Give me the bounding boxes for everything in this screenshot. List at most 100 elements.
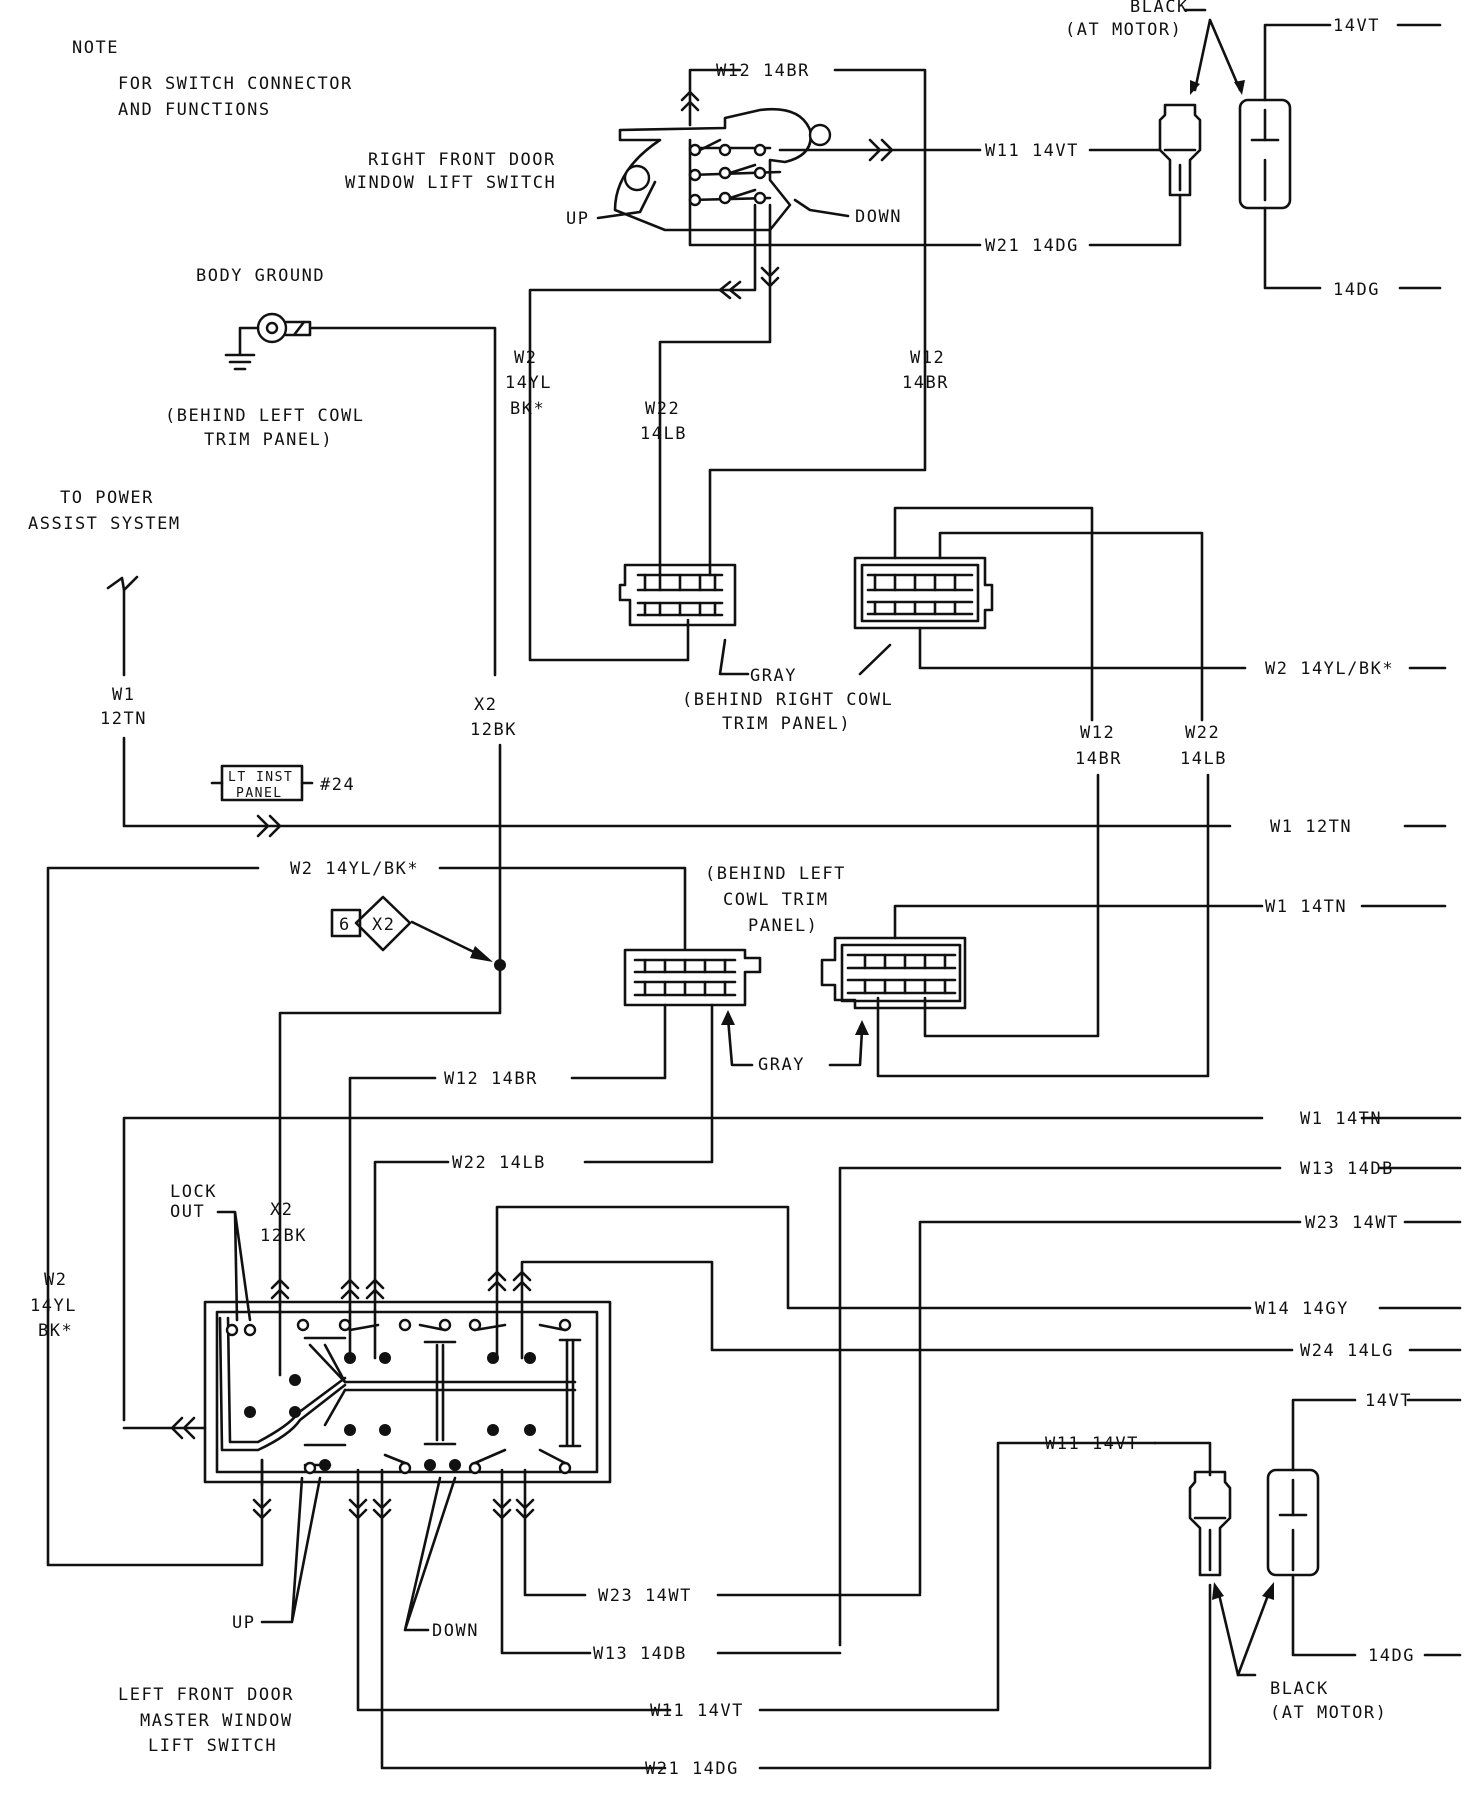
wire-bk-upper: BK*: [510, 399, 545, 419]
body-ground-loc-1: (BEHIND LEFT COWL: [165, 406, 365, 426]
gray-lower-leaders: [726, 1016, 864, 1067]
note-title: NOTE: [72, 38, 119, 58]
right-switch-down-label: DOWN: [855, 207, 902, 227]
wire-w1-14tn-upper-label: W1 14TN: [1265, 897, 1347, 917]
power-assist-line-1: TO POWER: [60, 488, 154, 508]
right-switch-down-arrow: [793, 198, 850, 218]
lt-inst-label-2: PANEL: [236, 786, 283, 801]
wire-12tn-label: 12TN: [100, 709, 147, 729]
note-line-2: AND FUNCTIONS: [118, 100, 271, 120]
wire-w2-upper-a: W2: [514, 348, 537, 368]
splice-dot: [494, 959, 506, 971]
lead-w23: [523, 1468, 587, 1597]
wire-x2-down: [278, 743, 502, 1307]
wire-w2-right: [528, 203, 757, 662]
wire-w13-bottom-label: W13 14DB: [593, 1644, 687, 1664]
wire-w22-lower-left: [583, 1003, 714, 1164]
wire-w21-bottom: [758, 1583, 1212, 1770]
bottom-motor-14dg: 14DG: [1368, 1646, 1415, 1666]
wire-w12-cross: [893, 506, 1094, 722]
body-ground-title: BODY GROUND: [196, 266, 325, 286]
gray-lower-loc-2: COWL TRIM: [723, 890, 829, 910]
right-switch-label-1: RIGHT FRONT DOOR: [368, 150, 556, 170]
wire-w12-up: [688, 68, 742, 127]
chevron-w12-w22: [340, 1278, 385, 1300]
wire-14yl-lower: 14YL: [30, 1296, 77, 1316]
wire-w12-chevron: [680, 90, 700, 112]
lockout-leader: [216, 1210, 252, 1322]
wire-w12-to-switch: [348, 1076, 437, 1312]
left-master-switch: [203, 1300, 612, 1484]
wire-w1-14tn-lower: [122, 1116, 1264, 1422]
lead-w12-w22: [348, 1308, 377, 1360]
chevron-w13-w23: [492, 1498, 535, 1520]
wire-w11-motor-label: W11 14VT: [1045, 1434, 1139, 1454]
wire-w22-cross: [938, 531, 1204, 722]
lockout-label-2: OUT: [170, 1202, 205, 1222]
wire-12bk-lower-label: 12BK: [260, 1226, 307, 1246]
wire-w22-lower-label: W22 14LB: [452, 1153, 546, 1173]
left-up-label: UP: [232, 1613, 255, 1633]
gray-upper-leaders: [718, 638, 892, 676]
top-motor-14vt: 14VT: [1333, 16, 1380, 36]
wire-w1-12tn-label: W1 12TN: [1270, 817, 1352, 837]
bottom-motor-14vt: 14VT: [1365, 1391, 1412, 1411]
wire-w22-upper: W22: [645, 399, 680, 419]
wire-w1-12tn: [122, 736, 1232, 828]
wire-w21-to-motor: [1088, 193, 1182, 247]
wire-w24: [520, 1260, 1294, 1352]
gray-lower-arrows: [721, 1010, 869, 1035]
top-motor-14dg: 14DG: [1333, 280, 1380, 300]
wire-w12-14br-top-label: W12 14BR: [716, 61, 810, 81]
wire-w1-14tn-upper: [893, 904, 1264, 940]
lt-inst-ref: #24: [320, 775, 355, 795]
wire-w2-left-label: W2 14YL/BK*: [290, 859, 419, 879]
wire-w12-14br-right: [708, 68, 927, 577]
gray-connector-upper-left: [618, 563, 737, 627]
top-motor-connectors: [1158, 18, 1442, 290]
wire-bk-lower: BK*: [38, 1321, 73, 1341]
wire-x2-ground: [310, 326, 497, 677]
lockout-label-1: LOCK: [170, 1182, 217, 1202]
wire-w1-14tn-lower-label: W1 14TN: [1300, 1109, 1382, 1129]
wire-w12-mid: W12: [1080, 723, 1115, 743]
wire-w23-label: W23 14WT: [1305, 1213, 1399, 1233]
top-motor-black-label: BLACK: [1130, 0, 1189, 17]
wire-14br-mid: 14BR: [1075, 749, 1122, 769]
wire-w11-bottom-label: W11 14VT: [650, 1701, 744, 1721]
wire-14lb-upper: 14LB: [640, 424, 687, 444]
wire-w21-top-label: W21 14DG: [985, 236, 1079, 256]
left-down-leader: [403, 1476, 457, 1632]
wire-w2-left-top: [438, 866, 687, 950]
right-front-door-switch: [613, 107, 832, 247]
wire-w24-label: W24 14LG: [1300, 1341, 1394, 1361]
wire-14lb-mid: 14LB: [1180, 749, 1227, 769]
right-switch-up-arrow: [596, 180, 657, 220]
splice-number: 6: [339, 915, 351, 935]
wire-w1-label: W1: [112, 685, 135, 705]
gray-lower-label: GRAY: [758, 1055, 805, 1075]
wire-w12-lower-left: [570, 1003, 667, 1080]
chevron-w2-bottom: [252, 1498, 272, 1520]
wire-w22-chevron: [760, 266, 780, 288]
wire-w11-to-motor: [1153, 1441, 1212, 1477]
wire-w13-label: W13 14DB: [1300, 1159, 1394, 1179]
right-switch-label-2: WINDOW LIFT SWITCH: [345, 173, 556, 193]
gray-upper-loc-1: (BEHIND RIGHT COWL: [682, 690, 893, 710]
gray-connector-lower-right: [820, 936, 967, 1010]
wire-w1-switch-chevron: [170, 1416, 196, 1440]
chevron-w14-w24: [487, 1270, 532, 1292]
chevron-w11-w21: [348, 1498, 392, 1520]
left-switch-label-2: MASTER WINDOW: [140, 1711, 293, 1731]
wire-w2-right-exit: [918, 626, 1247, 670]
left-switch-label-1: LEFT FRONT DOOR: [118, 1685, 294, 1705]
wire-w11-right: [778, 138, 982, 162]
wire-14yl-upper: 14YL: [505, 373, 552, 393]
lt-inst-label-1: LT INST: [228, 770, 293, 785]
wire-w23: [918, 1220, 1302, 1595]
wire-w22-to-switch: [373, 1160, 450, 1312]
wire-w11-top-label: W11 14VT: [985, 141, 1079, 161]
chevron-x2: [270, 1278, 290, 1300]
bottom-motor-at-motor: (AT MOTOR): [1270, 1703, 1387, 1723]
